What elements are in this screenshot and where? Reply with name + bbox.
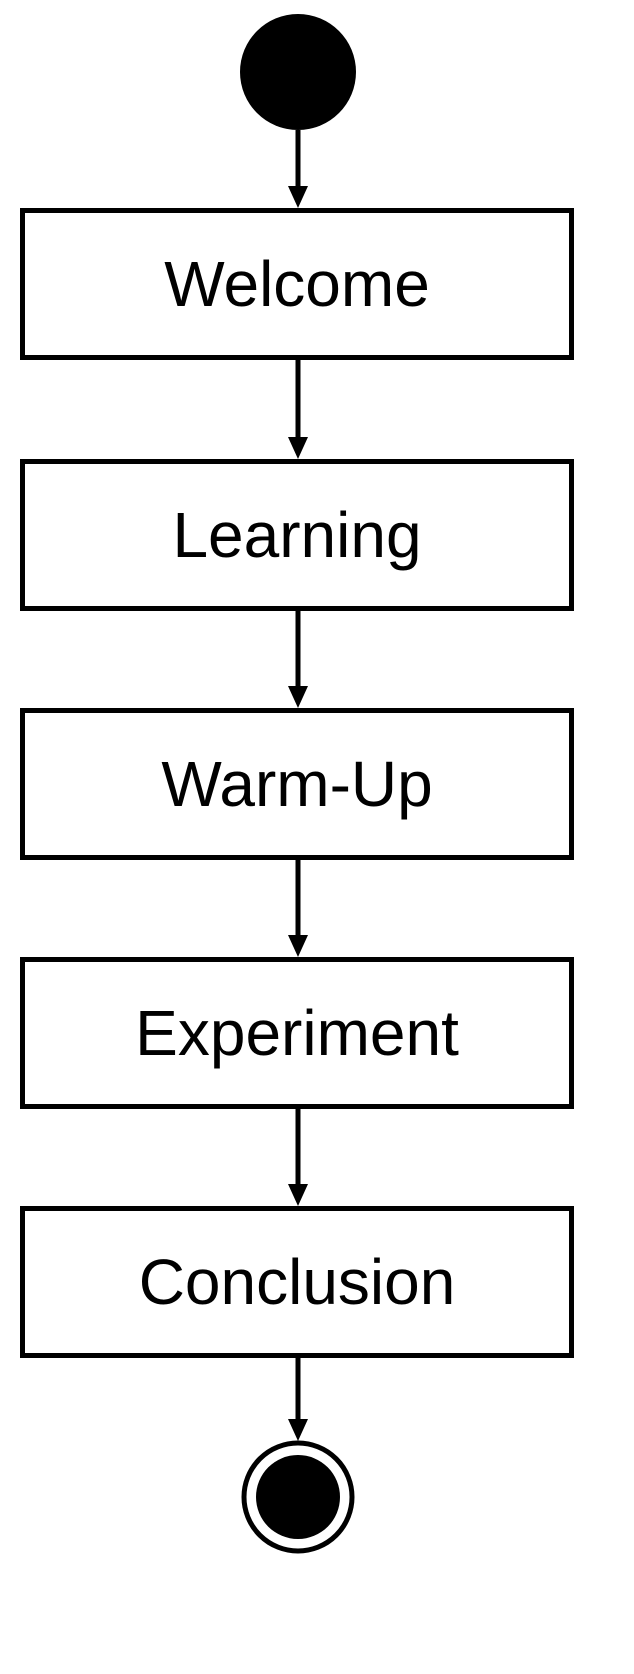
arrowhead-conclusion-to-end (288, 1419, 308, 1441)
end-node-inner-circle (256, 1455, 340, 1539)
activity-node-welcome: Welcome (20, 208, 574, 360)
arrowhead-learning-to-warmup (288, 686, 308, 708)
activity-node-label: Learning (172, 499, 422, 571)
activity-node-learning: Learning (20, 459, 574, 611)
arrowhead-welcome-to-learning (288, 437, 308, 459)
arrowhead-start-to-welcome (288, 186, 308, 208)
activity-node-conclusion: Conclusion (20, 1206, 574, 1358)
activity-node-label: Warm-Up (161, 748, 433, 820)
activity-node-warm-up: Warm-Up (20, 708, 574, 860)
activity-node-label: Experiment (135, 997, 459, 1069)
start-node (240, 14, 356, 130)
activity-node-experiment: Experiment (20, 957, 574, 1109)
arrowhead-experiment-to-conclusion (288, 1184, 308, 1206)
activity-node-label: Welcome (164, 248, 430, 320)
activity-node-label: Conclusion (138, 1246, 456, 1318)
arrowhead-warmup-to-experiment (288, 935, 308, 957)
